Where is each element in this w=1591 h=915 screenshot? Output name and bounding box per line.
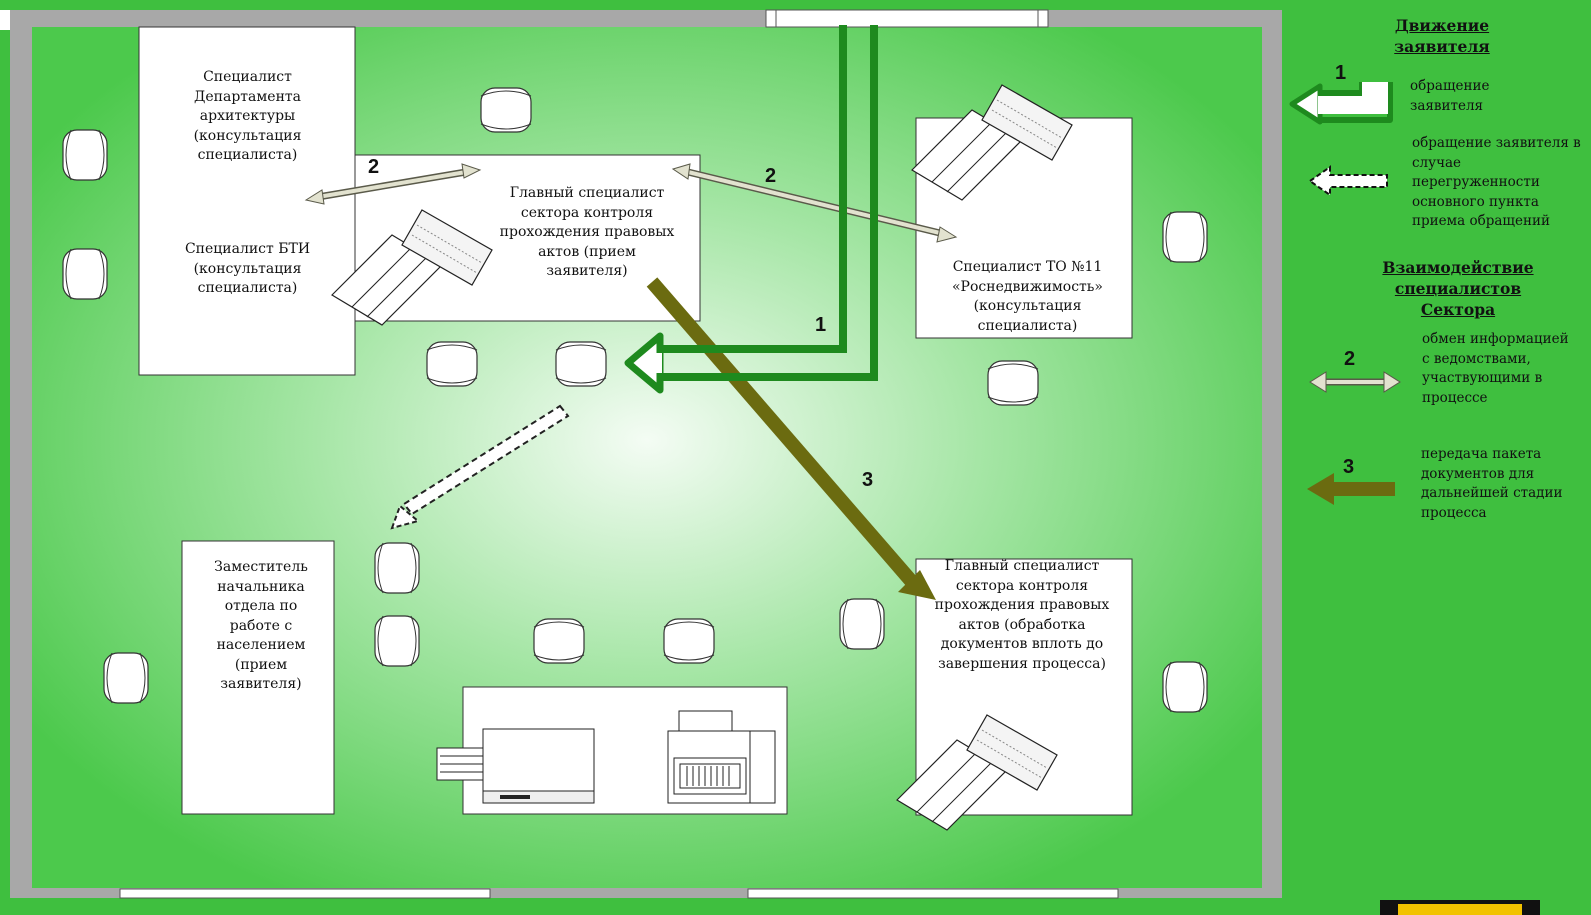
chair-icon — [533, 618, 585, 664]
legend-exchange-arrow-icon — [1309, 371, 1401, 393]
desk-deputy-head — [181, 540, 335, 815]
legend-overflow-text: обращение заявителя в случае перегруженн… — [1412, 135, 1581, 229]
chair-icon — [839, 598, 885, 650]
legend-dashed-arrow-icon — [1308, 165, 1388, 197]
legend-applicant-arrow-icon — [1289, 82, 1393, 125]
applicant-arrow-1 — [624, 25, 878, 394]
label-deputy-head: Заместитель начальника отдела по работе … — [214, 559, 308, 692]
chair-icon — [374, 542, 420, 594]
legend-transfer-text: передача пакета документов для дальнейше… — [1421, 446, 1563, 521]
chair-icon — [1162, 211, 1208, 263]
label-bti: Специалист БТИ (консультация специалиста… — [184, 241, 311, 296]
label-chief-processing: Главный специалист сектора контроля прох… — [934, 558, 1110, 672]
chair-icon — [480, 87, 532, 133]
legend-applicant-text: обращение заявителя — [1410, 78, 1490, 114]
entrance-door — [769, 9, 1046, 28]
number-label: 2 — [765, 165, 777, 187]
chair-icon — [62, 248, 108, 300]
window-bottom-right — [747, 888, 1119, 899]
label-chief-reception: Главный специалист сектора контроля прох… — [499, 185, 675, 279]
label-to11: Специалист ТО №11 «Роснедвижимость» (кон… — [951, 259, 1103, 334]
legend-movement-title: Движение заявителя — [1394, 16, 1490, 56]
transfer-arrow-3 — [646, 277, 936, 600]
overflow-dashed-arrow — [390, 404, 570, 530]
exchange-arrow-2-left — [304, 163, 482, 205]
number-label: 1 — [815, 314, 827, 336]
exchange-arrow-2-right — [671, 163, 958, 243]
chair-icon — [987, 360, 1039, 406]
label-dept-architecture: Специалист Департамента архитектуры (кон… — [193, 69, 302, 163]
legend-number: 3 — [1343, 456, 1355, 478]
chair-icon — [555, 341, 607, 387]
legend-transfer-arrow-icon — [1307, 473, 1395, 505]
chair-icon — [62, 129, 108, 181]
number-label: 2 — [368, 156, 380, 178]
chair-icon — [426, 341, 478, 387]
legend-number: 2 — [1344, 348, 1356, 370]
chair-icon — [1162, 661, 1208, 713]
legend-exchange-text: обмен информацией с ведомствами, участву… — [1422, 331, 1569, 406]
printer-icon — [436, 728, 595, 804]
legend-number: 1 — [1335, 62, 1347, 84]
chair-icon — [103, 652, 149, 704]
legend-interaction-title: Взаимодействие специалистов Сектора — [1382, 258, 1534, 319]
fax-machine-icon — [667, 710, 776, 804]
corner-badge — [1380, 900, 1540, 915]
number-label: 3 — [862, 469, 874, 491]
chair-icon — [663, 618, 715, 664]
chair-icon — [374, 615, 420, 667]
window-bottom-left — [119, 888, 491, 899]
